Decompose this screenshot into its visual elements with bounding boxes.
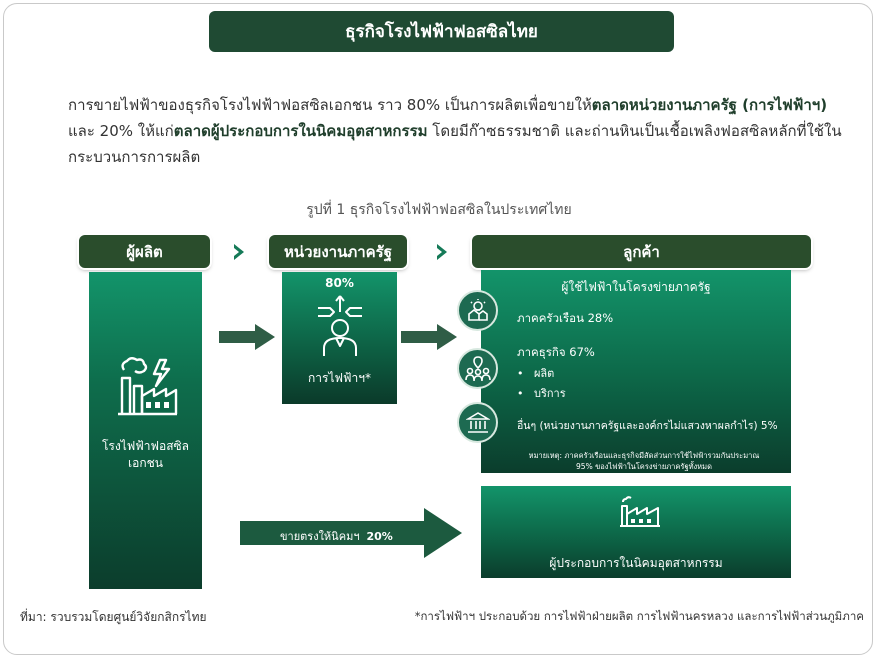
direct-sale-arrow: ขายตรงให้นิคมฯ 20%: [240, 508, 462, 558]
grid-customers-panel: ผู้ใช้ไฟฟ้าในโครงข่ายภาครัฐ ภาคครัวเรือน…: [457, 270, 791, 473]
list-item: • บริการ: [517, 387, 566, 400]
list-item: • ผลิต: [517, 367, 555, 380]
chevron-right-icon: [234, 244, 244, 260]
business-circle: [457, 348, 498, 389]
producer-label: โรงไฟฟ้าฟอสซิลเอกชน: [101, 439, 190, 470]
direct-sale-label: ขายตรงให้นิคมฯ 20%: [280, 530, 393, 543]
government-building-icon: [465, 411, 490, 433]
footnote: *การไฟฟ้าฯ ประกอบด้วย การไฟฟ้าฝ่ายผลิต ก…: [414, 609, 864, 623]
other-share: อื่นๆ (หน่วยงานภาครัฐและองค์กรไม่แสวงหาผ…: [517, 420, 778, 432]
producer-column: โรงไฟฟ้าฟอสซิลเอกชน: [89, 272, 202, 589]
industrial-label: ผู้ประกอบการในนิคมอุตสาหกรรม: [549, 556, 723, 570]
grid-customers-title: ผู้ใช้ไฟฟ้าในโครงข่ายภาครัฐ: [561, 280, 711, 294]
arrow-to-buyer: [219, 324, 275, 350]
figure-title: รูปที่ 1 ธุรกิจโรงไฟฟ้าฟอสซิลในประเทศไทย: [306, 202, 572, 218]
power-plant-icon: [118, 357, 178, 416]
business-items: • ผลิต • บริการ: [517, 364, 566, 404]
buyer-column: 80% การไฟฟ้าฯ*: [282, 272, 397, 404]
industrial-customers-panel: ผู้ประกอบการในนิคมอุตสาหกรรม: [481, 486, 791, 578]
official-person-icon: [318, 295, 362, 356]
buyer-header: หน่วยงานภาครัฐ: [269, 235, 407, 268]
factory-icon: [620, 496, 660, 527]
customer-header: ลูกค้า: [472, 235, 811, 268]
business-share: ภาคธุรกิจ 67%: [517, 345, 595, 359]
people-location-icon: [464, 355, 491, 381]
household-circle: [457, 290, 498, 331]
customer-note: หมายเหตุ: ภาคครัวเรือนและธุรกิจมีสัดส่วน…: [528, 451, 760, 471]
buyer-label: การไฟฟ้าฯ*: [308, 371, 371, 385]
house-bulb-icon: [467, 298, 488, 321]
intro-paragraph: การขายไฟฟ้าของธุรกิจโรงไฟฟ้าฟอสซิลเอกชน …: [68, 96, 842, 166]
other-circle: [457, 402, 498, 443]
page-title: ธุรกิจโรงไฟฟ้าฟอสซิลไทย: [209, 11, 674, 52]
household-share: ภาคครัวเรือน 28%: [517, 311, 614, 325]
arrow-to-customer: [401, 324, 457, 350]
producer-header: ผู้ผลิต: [79, 235, 210, 268]
buyer-percent: 80%: [325, 276, 354, 290]
chevron-right-icon: [437, 244, 447, 260]
source-note: ที่มา: รวบรวมโดยศูนย์วิจัยกสิกรไทย: [20, 610, 207, 624]
